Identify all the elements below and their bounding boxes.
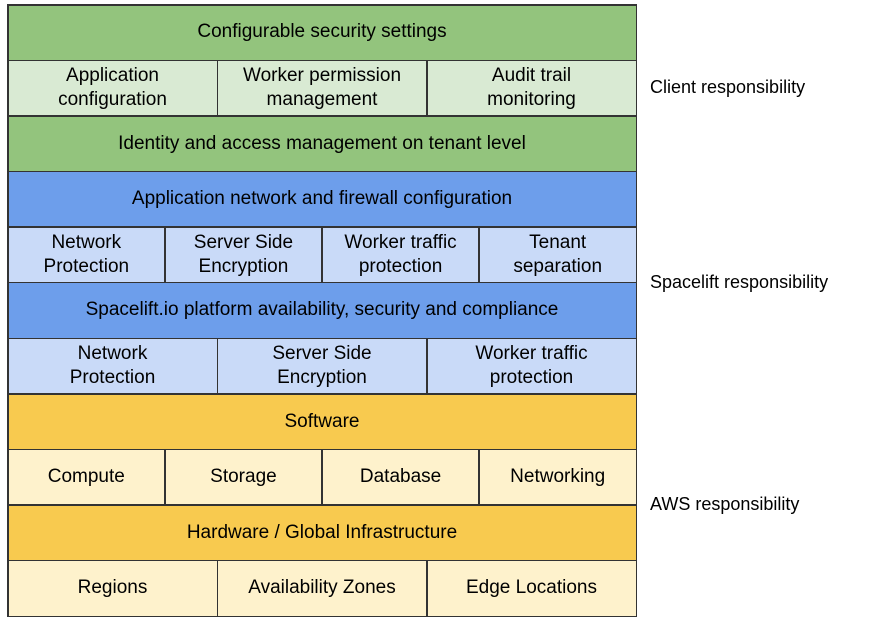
responsibility-stack: Configurable security settings Applicati… (7, 4, 637, 617)
cell-regions: Regions (8, 561, 217, 616)
row-identity-access-management: Identity and access management on tenant… (8, 116, 636, 171)
cell-availability-zones: Availability Zones (218, 561, 426, 616)
side-label-client: Client responsibility (650, 77, 806, 98)
cell-network-protection-2: Network Protection (8, 339, 217, 394)
cell-application-network-firewall: Application network and firewall configu… (8, 172, 636, 227)
cell-spacelift-platform-availability: Spacelift.io platform availability, secu… (8, 283, 636, 338)
cell-server-side-encryption-2: Server Side Encryption (218, 339, 426, 394)
row-application-network-firewall: Application network and firewall configu… (8, 172, 636, 227)
cell-worker-traffic-protection-2: Worker traffic protection (427, 339, 636, 394)
side-label-spacelift: Spacelift responsibility (650, 272, 829, 293)
cell-compute: Compute (8, 450, 165, 505)
cell-server-side-encryption-1: Server Side Encryption (165, 227, 322, 282)
cell-worker-traffic-protection-1: Worker traffic protection (322, 227, 479, 282)
cell-networking: Networking (479, 450, 636, 505)
cell-software: Software (8, 394, 636, 449)
cell-application-configuration: Application configuration (8, 61, 217, 116)
cell-tenant-separation: Tenant separation (479, 227, 636, 282)
row-hardware-global-infrastructure: Hardware / Global Infrastructure (8, 505, 636, 560)
cell-configurable-security-settings: Configurable security settings (8, 5, 636, 60)
row-spacelift-sub-items-2: Network Protection Server Side Encryptio… (8, 339, 636, 394)
row-aws-services: Compute Storage Database Networking (8, 450, 636, 505)
row-spacelift-platform-availability: Spacelift.io platform availability, secu… (8, 283, 636, 338)
cell-edge-locations: Edge Locations (427, 561, 636, 616)
cell-audit-trail-monitoring: Audit trail monitoring (427, 61, 636, 116)
cell-hardware-global-infrastructure: Hardware / Global Infrastructure (8, 505, 636, 560)
cell-storage: Storage (165, 450, 322, 505)
row-configurable-security-settings: Configurable security settings (8, 5, 636, 60)
side-label-aws: AWS responsibility (650, 494, 800, 515)
cell-network-protection-1: Network Protection (8, 227, 165, 282)
row-spacelift-sub-items-1: Network Protection Server Side Encryptio… (8, 227, 636, 282)
cell-identity-access-management: Identity and access management on tenant… (8, 116, 636, 171)
cell-worker-permission-management: Worker permission management (218, 61, 426, 116)
row-aws-infrastructure: Regions Availability Zones Edge Location… (8, 561, 636, 616)
row-client-sub-items: Application configuration Worker permiss… (8, 61, 636, 116)
row-software: Software (8, 394, 636, 449)
cell-database: Database (322, 450, 479, 505)
